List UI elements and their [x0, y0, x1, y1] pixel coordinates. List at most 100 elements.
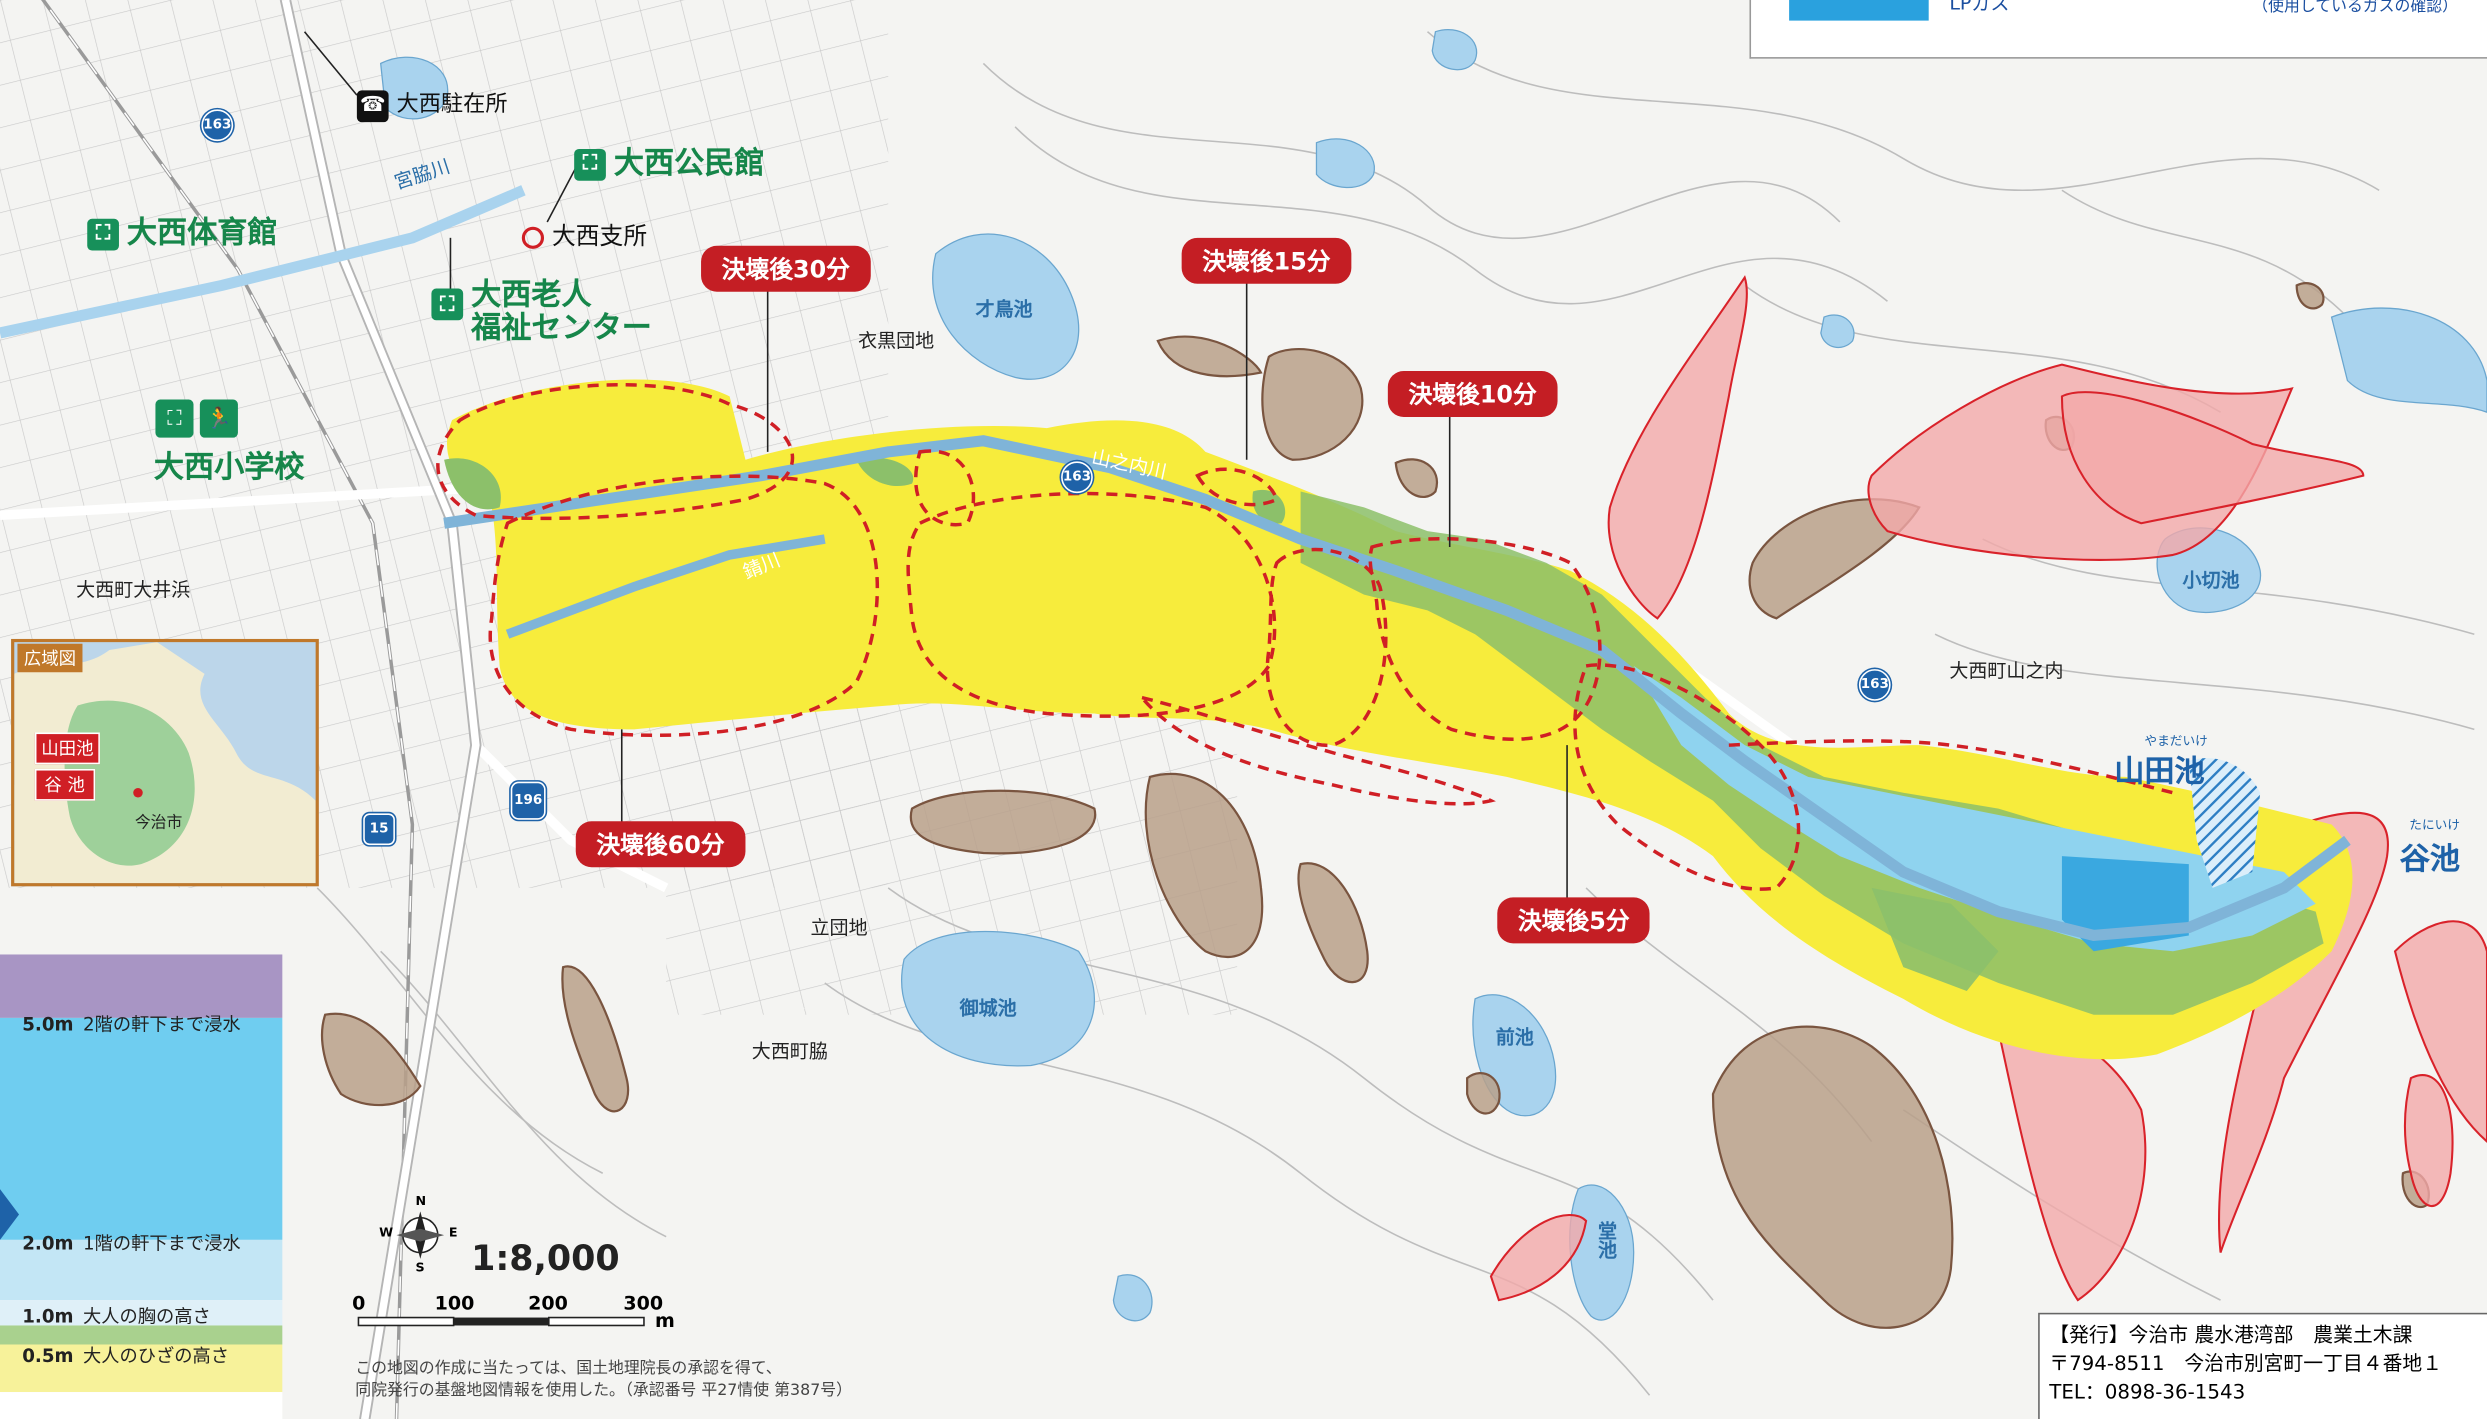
- copyright-line: 同院発行の基盤地図情報を使用した。（承認番号 平27情使 第387号）: [355, 1382, 853, 1400]
- legend-band-05to1m: [0, 1325, 283, 1345]
- facility-taiikukan-label: 大西体育館: [126, 215, 278, 251]
- pond-small3: [1820, 314, 1855, 349]
- pond-gojo: [901, 930, 1095, 1067]
- facility-rojin: ⛶ 大西老人 福祉センター: [431, 277, 652, 346]
- route-163-marker: 163: [1858, 669, 1891, 701]
- place-tatsu: 立団地: [810, 916, 868, 939]
- route-15-marker: 15: [363, 813, 395, 846]
- pond-yamada-label: 山田池: [2114, 754, 2205, 790]
- legend-band-none: [0, 1392, 283, 1419]
- route-196-marker: 196: [510, 781, 546, 820]
- pond-small5: [2330, 307, 2487, 413]
- legend-row-2m: 2.0m 1階の軒下まで浸水: [0, 1230, 282, 1255]
- evacuation-shelter-icon: ⛶: [87, 218, 119, 250]
- legend-band-1m: [0, 1300, 283, 1326]
- copyright-note: この地図の作成に当たっては、国土地理院長の承認を得て、 同院発行の基盤地図情報を…: [355, 1359, 852, 1403]
- landslide-brown: [320, 282, 2430, 1329]
- legend-row-5m: 5.0m 2階の軒下まで浸水: [0, 1012, 282, 1037]
- evacuation-shelter-icon: ⛶: [155, 399, 194, 438]
- callout-30min: 決壊後30分: [701, 245, 871, 292]
- facility-shisho: 大西支所: [521, 220, 648, 253]
- inset-label-tani: 谷 池: [34, 768, 95, 801]
- legend-desc: 大人のひざの高さ: [83, 1344, 229, 1367]
- miyawaki-river: [0, 185, 526, 339]
- sabi-river: [505, 534, 826, 639]
- facility-koban: ☎ 大西駐在所: [356, 89, 508, 122]
- publisher-line3: TEL：0898-36-1543: [2049, 1379, 2246, 1404]
- pond-small4: [1112, 1274, 1153, 1322]
- facility-rojin-label: 大西老人 福祉センター: [471, 277, 652, 346]
- pond-saitori: [932, 233, 1080, 380]
- scalebar-tick-200: 200: [528, 1292, 568, 1315]
- publisher-box: 【発行】今治市 農水港湾部 農業土木課 〒794-8511 今治市別宮町一丁目４…: [2038, 1312, 2487, 1419]
- police-box-icon: ☎: [356, 89, 389, 122]
- legend-value: 0.5m: [22, 1344, 74, 1367]
- pond-gojo-label: 御城池: [959, 997, 1017, 1020]
- legend-desc: 2階の軒下まで浸水: [83, 1013, 241, 1036]
- isochrone-lines: [436, 382, 2174, 891]
- legend-band-over5m: [0, 954, 283, 1018]
- map-scale: 1:8,000: [471, 1239, 620, 1280]
- pond-small2: [1431, 29, 1478, 71]
- pond-saitori-label: 才鳥池: [975, 298, 1033, 321]
- pond-yamada-reading: やまだいけ: [2144, 734, 2208, 749]
- place-kokuro: 衣黒団地: [858, 329, 935, 352]
- pond-small1: [1315, 138, 1375, 189]
- facility-school: 大西小学校: [153, 450, 305, 486]
- pond-tani-label: 谷池: [2399, 841, 2461, 877]
- info-panel: LPガス （使用しているガスの確認）: [1749, 0, 2487, 59]
- copyright-line: この地図の作成に当たっては、国土地理院長の承認を得て、: [355, 1360, 782, 1378]
- route-163-marker: 163: [1061, 461, 1093, 494]
- route-163-marker: 163: [201, 109, 234, 142]
- place-waki: 大西町脇: [751, 1040, 828, 1063]
- legend-desc: 大人の胸の高さ: [83, 1304, 211, 1328]
- publisher-line1: 【発行】今治市 農水港湾部 農業土木課: [2049, 1322, 2413, 1347]
- legend-row-1m: 1.0m 大人の胸の高さ: [0, 1303, 282, 1328]
- scalebar-unit: m: [655, 1309, 675, 1332]
- info-panel-note: （使用しているガスの確認）: [2252, 0, 2458, 16]
- evacuation-shelter-icon: ⛶: [574, 148, 606, 180]
- branch-office-icon: [521, 225, 545, 249]
- school-icons: ⛶ 🏃: [155, 399, 238, 438]
- evacuation-shelter-icon: ⛶: [431, 288, 464, 321]
- legend-value: 2.0m: [22, 1231, 74, 1255]
- info-panel-label: LPガス: [1949, 0, 2010, 15]
- evacuation-ground-icon: 🏃: [199, 399, 238, 438]
- facility-rojin-line1: 大西老人: [471, 277, 592, 313]
- yamanouchi-river: [443, 435, 2351, 942]
- compass-s: S: [415, 1260, 425, 1275]
- compass-w: W: [379, 1225, 394, 1240]
- legend-desc: 1階の軒下まで浸水: [83, 1231, 241, 1255]
- scale-bar: [357, 1316, 645, 1327]
- pond-kogiri-label: 小切池: [2182, 569, 2240, 592]
- inset-city: 今治市: [134, 814, 183, 833]
- inset-label-yamada: 山田池: [34, 732, 100, 765]
- legend-value: 5.0m: [22, 1013, 74, 1036]
- legend-band-under05m: [0, 1344, 283, 1393]
- callout-leaders: [303, 31, 1568, 901]
- facility-kominkan-label: 大西公民館: [613, 145, 765, 181]
- pond-mae-label: 前池: [1495, 1025, 1534, 1049]
- pond-small6: [379, 56, 449, 120]
- legend-arrow: [0, 1189, 20, 1240]
- legend-band-1to2m: [0, 1239, 283, 1301]
- legend-value: 1.0m: [22, 1304, 74, 1328]
- facility-shisho-label: 大西支所: [551, 221, 648, 251]
- publisher-line2: 〒794-8511 今治市別宮町一丁目４番地１: [2049, 1350, 2443, 1375]
- scalebar-tick-300: 300: [623, 1292, 664, 1315]
- place-yamanouchi: 大西町山之内: [1949, 659, 2064, 682]
- landslide-red: [1489, 275, 2487, 1302]
- info-panel-accent: [1789, 0, 1929, 21]
- scalebar-tick-0: 0: [352, 1292, 366, 1315]
- inset-map: 広域図 山田池 谷 池 今治市: [11, 638, 319, 887]
- compass-n: N: [415, 1193, 427, 1209]
- facility-koban-label: 大西駐在所: [396, 91, 508, 118]
- railway-dashes: [42, 0, 414, 1419]
- inset-title: 広域図: [17, 643, 83, 673]
- compass-e: E: [448, 1225, 458, 1240]
- facility-rojin-line2: 福祉センター: [471, 310, 652, 346]
- callout-10min: 決壊後10分: [1387, 371, 1558, 417]
